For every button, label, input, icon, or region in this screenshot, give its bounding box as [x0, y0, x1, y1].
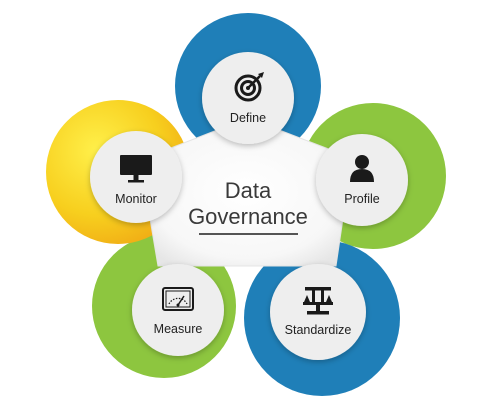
center-title-line2: Governance: [188, 204, 308, 229]
node-monitor: Monitor: [90, 131, 182, 223]
node-standardize: Standardize: [270, 264, 366, 360]
node-define-circle: [202, 52, 294, 144]
standardize-icon: [303, 287, 333, 315]
node-profile-label: Profile: [344, 192, 379, 206]
gauge-icon: [162, 287, 194, 311]
node-measure-label: Measure: [154, 322, 203, 336]
node-define-label: Define: [230, 111, 266, 125]
node-profile: Profile: [316, 134, 408, 226]
person-icon: [350, 155, 374, 182]
node-measure: Measure: [132, 264, 224, 356]
monitor-icon: [120, 155, 152, 183]
node-standardize-label: Standardize: [285, 323, 352, 337]
center-title-line1: Data: [225, 178, 272, 203]
target-icon: [234, 72, 264, 102]
node-monitor-label: Monitor: [115, 192, 157, 206]
node-define: Define: [202, 52, 294, 144]
